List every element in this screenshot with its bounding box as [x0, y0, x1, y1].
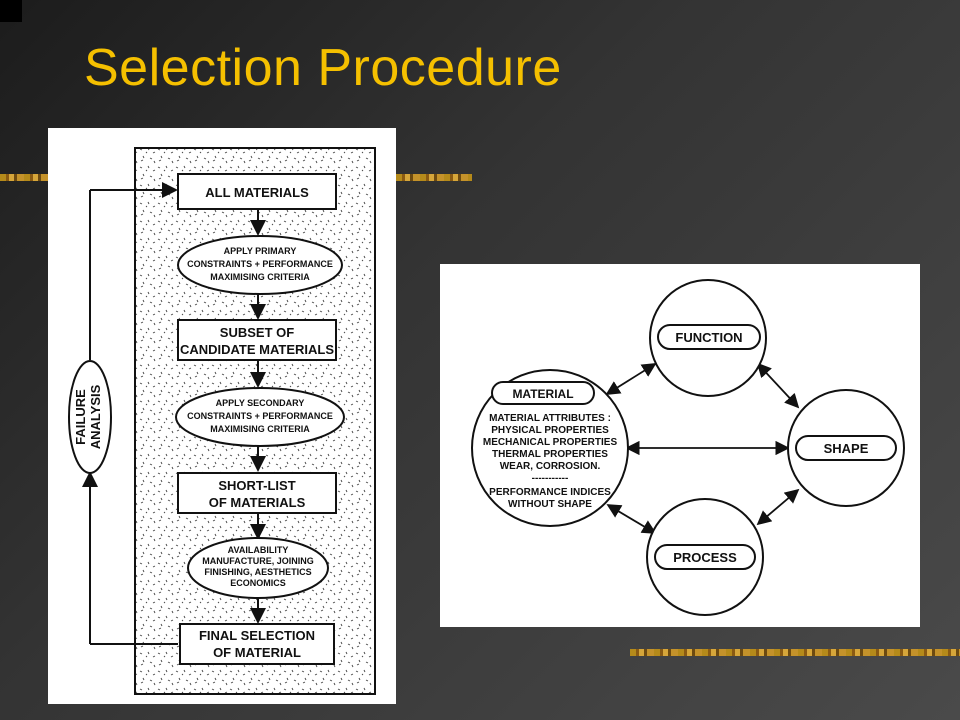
selection-flowchart: FAILURE ANALYSIS ALL MATERIALS APPLY PRI…	[48, 128, 396, 704]
box-all-materials-label: ALL MATERIALS	[205, 185, 309, 200]
material-text-line1: MATERIAL ATTRIBUTES :	[489, 413, 611, 424]
flowchart-svg: FAILURE ANALYSIS ALL MATERIALS APPLY PRI…	[68, 147, 376, 695]
function-label: FUNCTION	[675, 330, 742, 345]
oval-primary-constraints	[177, 235, 343, 295]
material-label: MATERIAL	[512, 387, 573, 401]
slide-title: Selection Procedure	[84, 39, 562, 97]
material-text-separator: -----------	[532, 473, 569, 484]
box-short-list-line2: OF MATERIALS	[209, 495, 306, 510]
oval-secondary-line1: APPLY SECONDARY	[216, 398, 305, 408]
oval-availability-line4: ECONOMICS	[230, 578, 286, 588]
function-pill	[657, 324, 761, 350]
oval-secondary-line3: MAXIMISING CRITERIA	[210, 424, 310, 434]
failure-analysis-oval	[68, 360, 112, 474]
oval-availability-line2: MANUFACTURE, JOINING	[202, 556, 314, 566]
accent-bar-left	[0, 174, 48, 181]
material-text-line6: PERFORMANCE INDICES	[489, 487, 611, 498]
material-text-line5: WEAR, CORROSION.	[500, 461, 601, 472]
box-candidate-materials	[177, 319, 337, 361]
oval-primary-line2: CONSTRAINTS + PERFORMANCE	[187, 259, 333, 269]
box-all-materials	[177, 173, 337, 210]
oval-availability-line1: AVAILABILITY	[228, 545, 289, 555]
oval-availability	[187, 537, 329, 599]
process-label: PROCESS	[673, 550, 737, 565]
box-final-line1: FINAL SELECTION	[199, 628, 315, 643]
material-pill	[491, 381, 595, 405]
accent-bar-middle	[396, 174, 472, 181]
failure-analysis-line2: ANALYSIS	[88, 384, 103, 449]
box-final-line2: OF MATERIAL	[213, 645, 301, 660]
material-text-line3: MECHANICAL PROPERTIES	[483, 437, 618, 448]
corner-decoration	[0, 0, 22, 22]
failure-analysis-line1: FAILURE	[73, 389, 88, 445]
box-short-list-line1: SHORT-LIST	[218, 478, 295, 493]
box-final-selection	[179, 623, 335, 665]
oval-availability-line3: FINISHING, AESTHETICS	[204, 567, 311, 577]
material-text-line4: THERMAL PROPERTIES	[492, 449, 608, 460]
oval-secondary-constraints	[175, 387, 345, 447]
box-short-list	[177, 472, 337, 514]
oval-primary-line1: APPLY PRIMARY	[224, 246, 297, 256]
box-candidate-line1: SUBSET OF	[220, 325, 294, 340]
material-function-shape-process-diagram: FUNCTION SHAPE PROCESS MATERIAL MATERIAL…	[440, 264, 920, 627]
oval-secondary-line2: CONSTRAINTS + PERFORMANCE	[187, 411, 333, 421]
accent-bar-bottom	[630, 649, 960, 656]
material-text-line2: PHYSICAL PROPERTIES	[491, 425, 609, 436]
material-circle	[471, 369, 629, 527]
box-candidate-line2: CANDIDATE MATERIALS	[180, 342, 334, 357]
process-pill	[654, 544, 756, 570]
shape-pill	[795, 435, 897, 461]
triad-svg: FUNCTION SHAPE PROCESS MATERIAL MATERIAL…	[471, 279, 905, 616]
oval-primary-line3: MAXIMISING CRITERIA	[210, 272, 310, 282]
material-text-line7: WITHOUT SHAPE	[508, 499, 592, 510]
shape-label: SHAPE	[824, 441, 869, 456]
